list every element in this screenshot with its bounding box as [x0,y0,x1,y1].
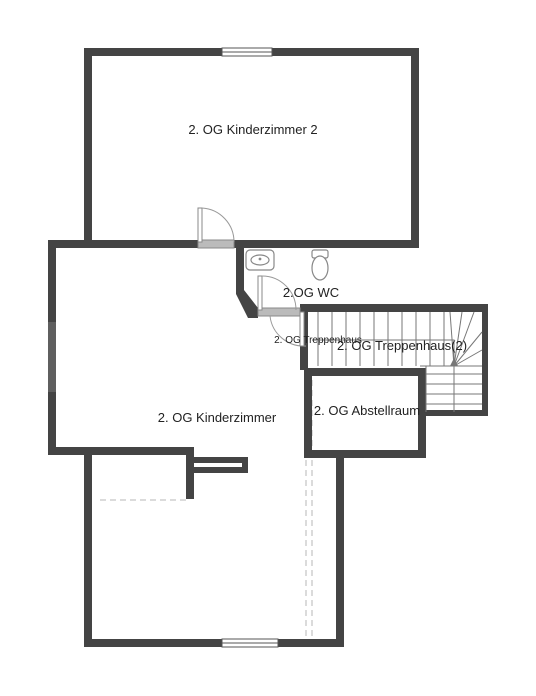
door-kinderzimmer-2 [197,207,235,249]
room-label-abstellraum: 2. OG Abstellraum [314,403,420,418]
room-label-treppenhaus: 2. OG Treppenhaus [274,335,362,346]
room-label-wc: 2.OG WC [283,285,339,300]
walls-abstellraum [304,368,426,646]
walls-stairs [420,304,488,416]
room-label-treppenhaus-2: 2. OG Treppenhaus(2) [337,338,467,353]
walls-middle [48,240,419,248]
room-label-kinderzimmer: 2. OG Kinderzimmer [158,410,277,425]
sink-icon [245,249,275,271]
window-bottom [221,638,279,648]
walls-left [48,240,344,647]
room-label-kinderzimmer-2: 2. OG Kinderzimmer 2 [188,122,317,137]
walls-kinderzimmer-2 [84,48,419,246]
toilet-icon [311,249,329,281]
wall-stub [186,447,248,499]
window-left [48,322,56,392]
window-top [221,47,273,57]
staircase [312,311,483,412]
door-treppenhaus [269,311,307,347]
